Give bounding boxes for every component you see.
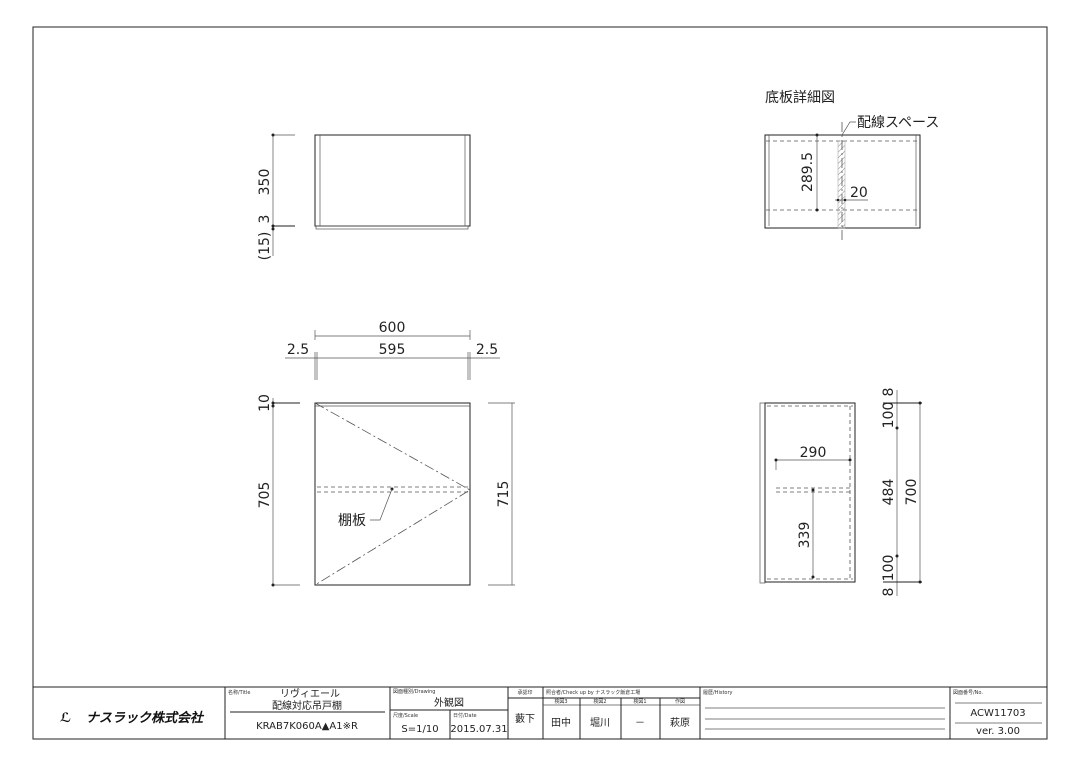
checker-name: 萩原 bbox=[670, 717, 690, 729]
dim-top-100: 100 bbox=[881, 402, 897, 429]
front-view: 棚板 600 595 2.5 2.5 10 705 715 bbox=[257, 320, 515, 587]
wiring-space-label: 配線スペース bbox=[857, 115, 939, 131]
title-line-1: リヴィエール bbox=[280, 687, 340, 700]
title-line-2: 配線対応吊戸棚 bbox=[272, 699, 342, 712]
dim-700: 700 bbox=[904, 479, 920, 506]
dim-bottom-8: 8 bbox=[881, 588, 897, 597]
model-number: KRAB7K060A▲A1※R bbox=[256, 721, 358, 732]
checker-name: － bbox=[635, 718, 645, 729]
checker-role: 検図2 bbox=[593, 698, 606, 705]
dim-bottom-100: 100 bbox=[881, 555, 897, 582]
checker-role: 検図3 bbox=[554, 698, 567, 705]
dim-595: 595 bbox=[379, 342, 406, 358]
dim-289-5: 289.5 bbox=[800, 152, 816, 192]
checker-name: 堀川 bbox=[590, 717, 610, 729]
scale-label: 尺度/Scale bbox=[393, 712, 418, 719]
wiring-space-hatch bbox=[837, 140, 846, 229]
date-value: 2015.07.31 bbox=[450, 724, 507, 735]
side-view: 290 339 8 100 484 700 100 8 bbox=[759, 388, 922, 597]
approver-name: 藪下 bbox=[515, 712, 535, 725]
version: ver. 3.00 bbox=[976, 726, 1020, 737]
dim-15: (15) bbox=[257, 232, 273, 261]
dim-350: 350 bbox=[257, 169, 273, 196]
shelf-label: 棚板 bbox=[338, 513, 366, 529]
dim-10: 10 bbox=[257, 394, 273, 412]
detail-title: 底板詳細図 bbox=[765, 90, 835, 106]
dim-339: 339 bbox=[797, 522, 813, 549]
bottom-panel-detail: 底板詳細図 289.5 20 配線スペース bbox=[764, 90, 939, 242]
company-name: ナスラック株式会社 bbox=[86, 710, 205, 726]
dim-left-gap: 2.5 bbox=[287, 342, 309, 358]
checker-role: 検図1 bbox=[633, 698, 646, 705]
top-view: 350 3 (15) bbox=[257, 133, 471, 261]
dim-600: 600 bbox=[379, 320, 406, 336]
dim-20: 20 bbox=[850, 185, 868, 201]
sheet-border bbox=[32, 26, 1048, 740]
checker-role: 作図 bbox=[675, 698, 685, 705]
dim-715: 715 bbox=[496, 481, 512, 508]
date-label: 日付/Date bbox=[453, 712, 477, 719]
dim-3: 3 bbox=[257, 215, 273, 224]
scale-value: S=1/10 bbox=[401, 724, 438, 735]
drawing-label: 図面種別/Drawing bbox=[393, 688, 435, 695]
drawing-number: ACW11703 bbox=[970, 708, 1025, 719]
drawing-type: 外観図 bbox=[434, 696, 464, 709]
title-block: ℒ ナスラック株式会社 名称/Title リヴィエール 配線対応吊戸棚 KRAB… bbox=[32, 686, 1048, 740]
checker-name: 田中 bbox=[551, 716, 571, 729]
dim-right-gap: 2.5 bbox=[476, 342, 498, 358]
company-logo-icon: ℒ bbox=[60, 711, 71, 726]
dim-top-8: 8 bbox=[881, 388, 897, 397]
dim-290: 290 bbox=[800, 445, 827, 461]
check-label: 照合者/Check up by ナスラック飯倉工場 bbox=[546, 689, 640, 696]
history-label: 履歴/History bbox=[703, 690, 733, 696]
approval-label: 承認印 bbox=[517, 689, 532, 696]
dim-705: 705 bbox=[257, 482, 273, 509]
number-label: 図面番号/No. bbox=[953, 689, 983, 696]
dim-484: 484 bbox=[881, 479, 897, 506]
title-label: 名称/Title bbox=[228, 689, 250, 696]
